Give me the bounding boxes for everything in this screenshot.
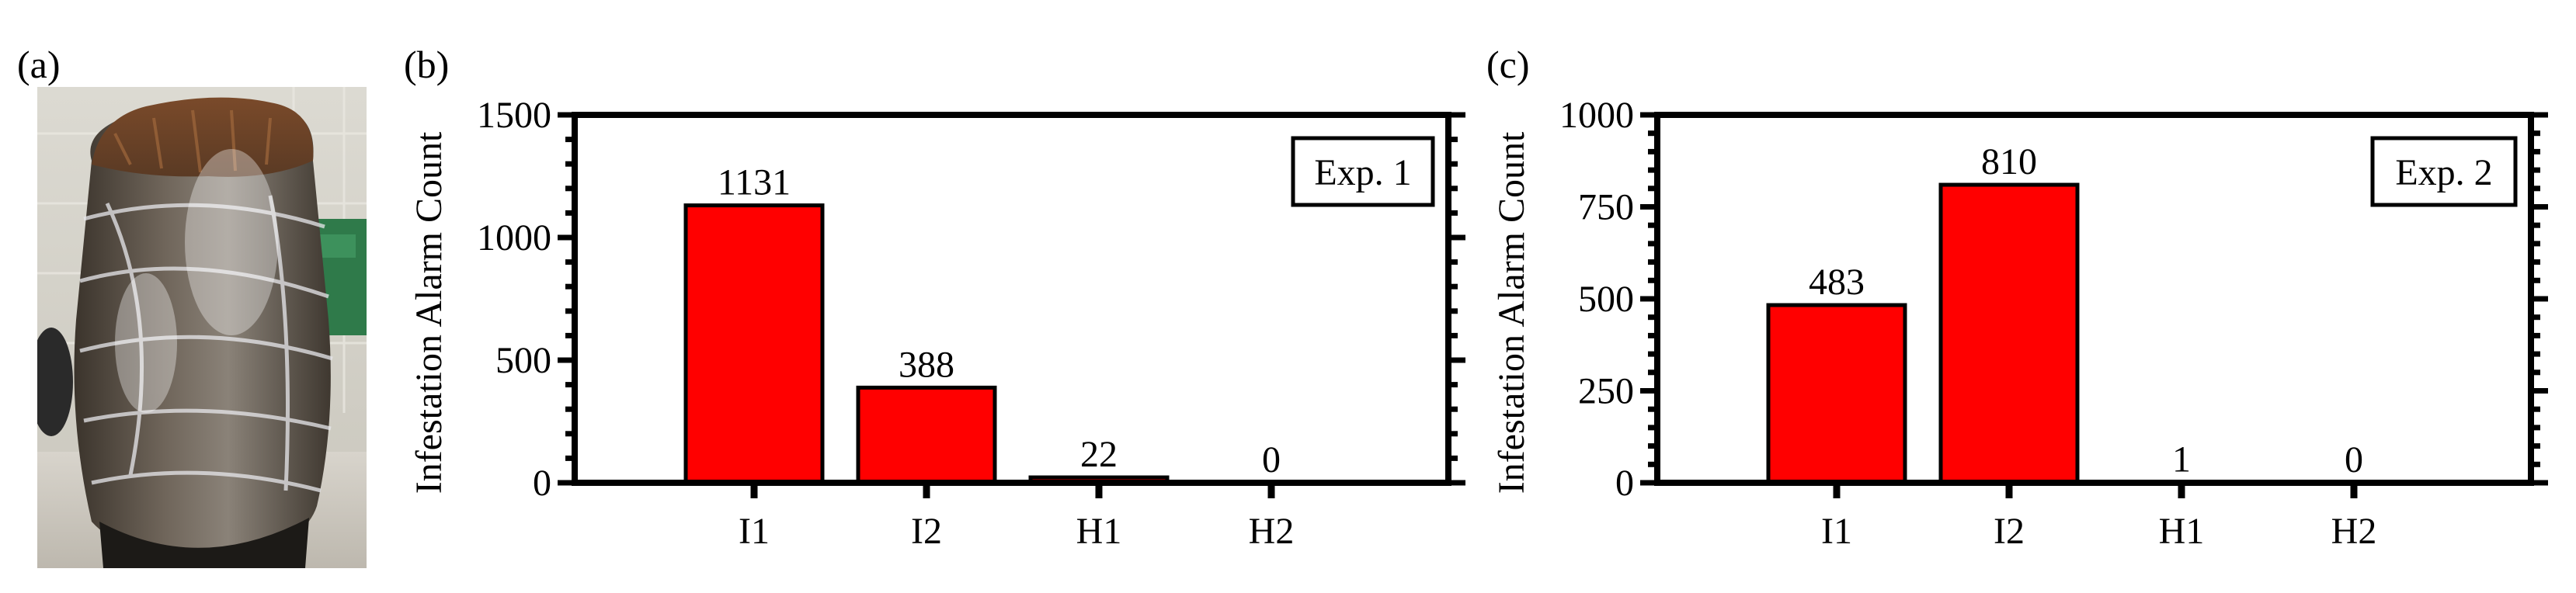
x-tick-label: H1 [1076,511,1122,552]
x-tick-label: I1 [739,511,770,552]
y-tick-label: 500 [1578,279,1634,320]
y-axis-title: Infestation Alarm Count [408,131,450,494]
palm-stump-illustration [37,87,367,568]
experiment-annotation: Exp. 2 [2395,152,2492,193]
bar-value-label: 0 [2345,439,2363,480]
x-tick-label: H1 [2159,511,2205,552]
y-tick-label: 0 [533,463,551,504]
bar-value-label: 388 [899,344,954,385]
exp2-bar-chart: Infestation Alarm Count 0 250 500 750 1000 483… [1491,95,2548,552]
bar-value-label: 810 [1981,141,2037,182]
x-tick-label: H2 [1249,511,1295,552]
y-tick-label: 1000 [1559,95,1634,136]
exp1-bar-chart: Infestation Alarm Count 0 500 1000 1500 1131I… [408,95,1465,552]
panel-c-label: (c) [1486,43,1530,86]
y-tick-label: 750 [1578,187,1634,228]
bar-value-label: 1 [2172,439,2191,480]
bar-i2 [856,385,997,485]
bar-i1 [1766,303,1907,485]
y-tick-label: 1000 [477,217,551,258]
x-tick-label: H2 [2331,511,2377,552]
experiment-annotation: Exp. 1 [1314,152,1411,193]
y-tick-label: 250 [1578,371,1634,412]
plot-frame [1654,112,2534,486]
bar-value-label: 0 [1262,439,1281,480]
experiment-annotation-box [2370,136,2518,207]
experiment-annotation-box [1291,136,1435,207]
bar-value-label: 22 [1080,434,1118,475]
x-tick-label: I1 [1821,511,1852,552]
plot-frame [572,112,1451,486]
x-tick-label: I2 [911,511,942,552]
x-tick-label: I2 [1994,511,2025,552]
palm-stump-photo [37,87,367,568]
y-axis-title: Infestation Alarm Count [1491,131,1532,494]
y-tick-label: 1500 [477,95,551,136]
bar-i2 [1938,182,2080,485]
bar-value-label: 483 [1809,262,1865,303]
bar-value-label: 1131 [718,162,791,203]
y-tick-label: 500 [495,340,551,381]
panel-a-label: (a) [17,43,61,86]
y-tick-label: 0 [1615,463,1634,504]
bar-i1 [683,203,825,485]
panel-b-label: (b) [404,43,450,86]
